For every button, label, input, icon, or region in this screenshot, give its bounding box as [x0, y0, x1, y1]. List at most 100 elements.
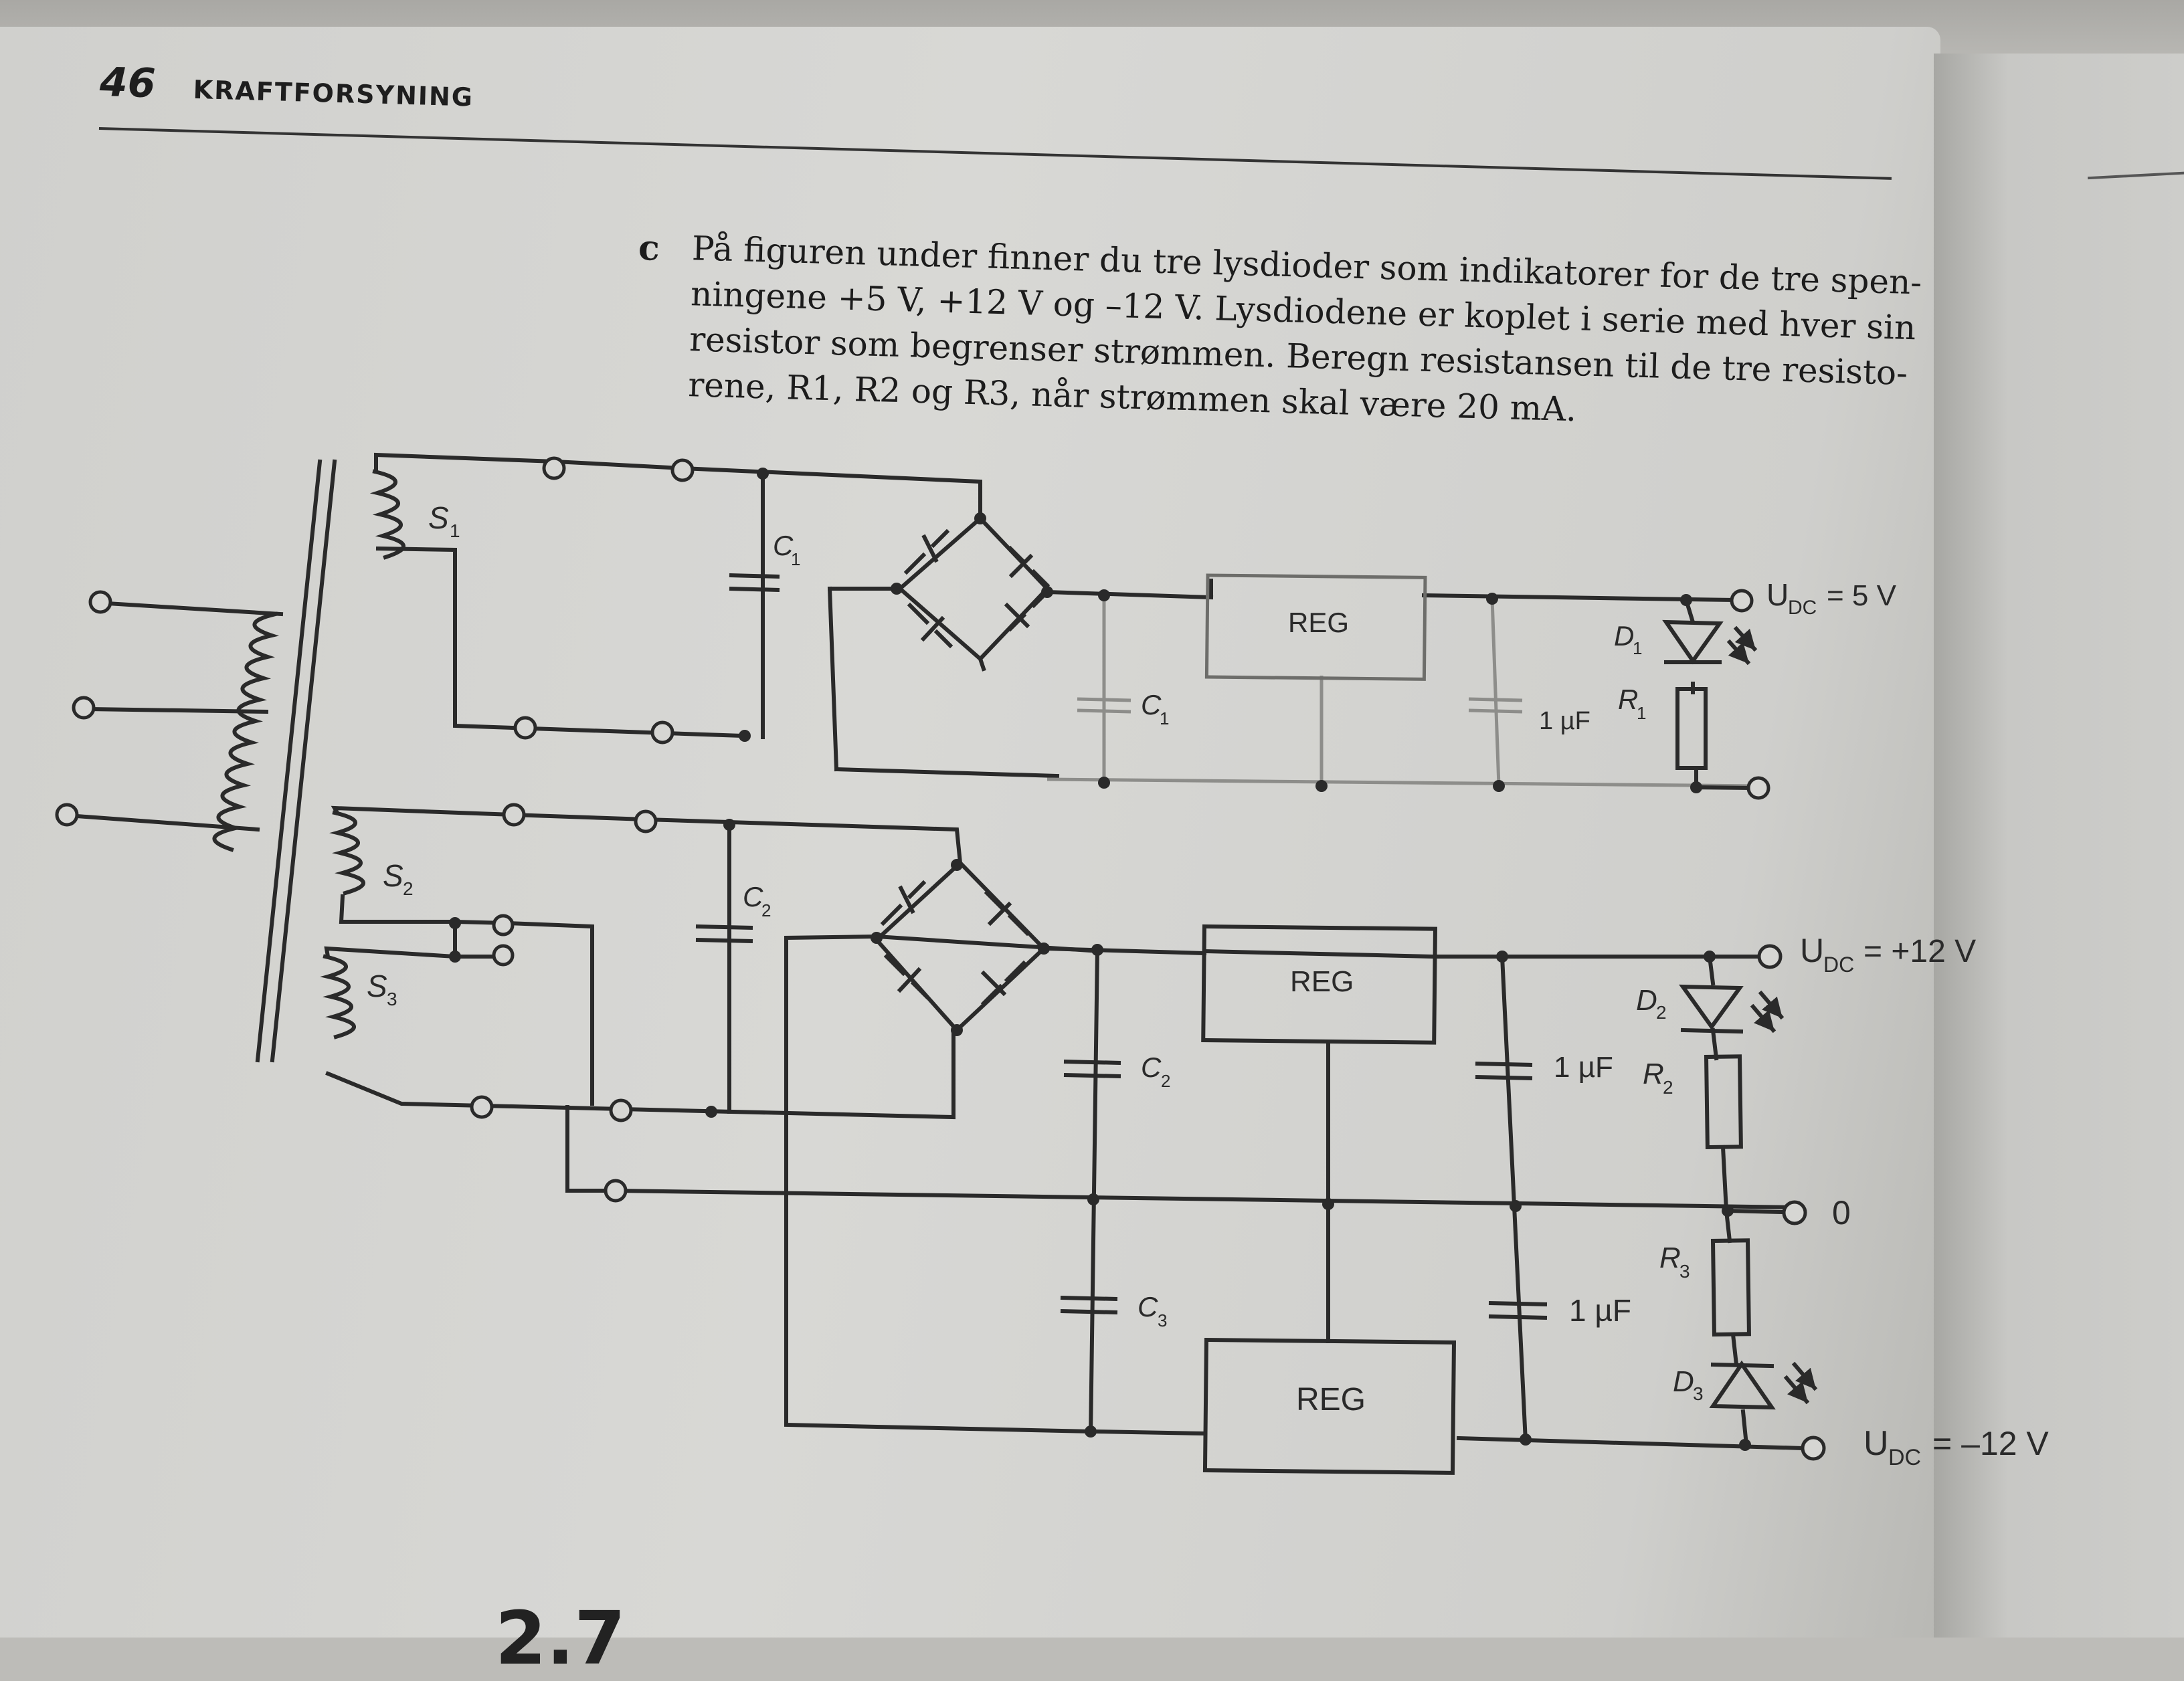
junction: [1098, 777, 1110, 789]
s1-terminal-bottom-2: [650, 720, 674, 745]
label-c2-in-sub: 2: [761, 900, 771, 920]
resistor-r3: [1710, 1238, 1751, 1337]
junction: [1091, 944, 1103, 956]
led-d1: [1662, 619, 1724, 665]
book-page-left: [0, 27, 1940, 1638]
label-r3: R: [1659, 1242, 1681, 1274]
junction: [951, 859, 963, 871]
book-page-right: [1934, 54, 2184, 1638]
regulator-12v: [1201, 924, 1438, 1045]
label-c2-out: C: [1141, 1052, 1162, 1083]
capacitor-1uf-plate: [1488, 1314, 1548, 1320]
label-uf-3: 1 µF: [1569, 1293, 1631, 1328]
s2-s3-terminal-2: [492, 944, 515, 967]
led-d2: [1679, 984, 1744, 1031]
transformer: [74, 459, 405, 1063]
regulator-minus-12v: [1202, 1337, 1457, 1475]
output-terminal-minus-12v: [1801, 1436, 1826, 1461]
svg-text:U: U: [1800, 932, 1824, 969]
junction: [1038, 943, 1050, 955]
label-s3-sub: 3: [387, 989, 397, 1009]
s3-terminal-bottom-2: [609, 1098, 633, 1122]
s1-terminal-top-1: [542, 456, 566, 480]
label-d2: D: [1636, 984, 1657, 1017]
s2-winding: [329, 810, 365, 896]
label-uf-1: 1 µF: [1539, 707, 1590, 735]
s1-terminal-bottom-1: [513, 716, 537, 740]
label-c3-sub: 3: [1158, 1310, 1167, 1330]
junction: [1315, 780, 1328, 792]
section-12v: [324, 805, 1806, 1451]
junction: [705, 1106, 717, 1118]
capacitor-c3-plate: [1060, 1309, 1118, 1314]
label-r2-sub: 2: [1663, 1077, 1673, 1098]
bridge-1-diodes: [903, 528, 1051, 649]
regulator-5v: [1204, 573, 1427, 681]
resistor-r1: [1675, 687, 1708, 770]
label-s2-sub: 2: [403, 878, 414, 899]
output-terminal-5v: [1730, 589, 1754, 613]
junction: [1322, 1198, 1334, 1210]
svg-text:= 5 V: = 5 V: [1827, 579, 1897, 612]
label-c2-in: C: [743, 881, 763, 912]
junction: [1704, 951, 1716, 963]
capacitor-c2-in-plate: [695, 938, 753, 943]
output-terminal-plus-12v: [1757, 944, 1783, 969]
label-c1-in: C: [773, 530, 794, 561]
label-r1-sub: 1: [1637, 703, 1646, 723]
junction: [1085, 1425, 1097, 1438]
junction: [1680, 594, 1692, 606]
junction: [1520, 1433, 1532, 1446]
label-r3-sub: 3: [1679, 1261, 1690, 1282]
primary-terminal-3: [55, 803, 79, 827]
label-d1: D: [1614, 620, 1634, 652]
svg-text:= –12 V: = –12 V: [1932, 1425, 2049, 1462]
junction: [739, 730, 751, 742]
junction: [974, 512, 986, 524]
primary-terminal-2: [72, 696, 96, 720]
label-reg-1: REG: [1288, 607, 1349, 638]
junction: [1486, 593, 1498, 605]
capacitor-1uf-plate: [1488, 1301, 1548, 1306]
label-r2: R: [1643, 1058, 1664, 1090]
section-5v: [374, 452, 1760, 788]
junction: [1496, 951, 1508, 963]
capacitor-1uf-plate: [1475, 1075, 1533, 1080]
capacitor-c2-out-plate: [1063, 1060, 1121, 1065]
s3-winding: [320, 954, 356, 1040]
label-c1-out: C: [1141, 689, 1162, 720]
power-supply-circuit-diagram: S 1 S 2 S 3: [55, 452, 2049, 1475]
svg-text:DC: DC: [1788, 597, 1817, 619]
svg-text:DC: DC: [1823, 953, 1854, 977]
label-reg-3: REG: [1296, 1382, 1366, 1417]
output-terminal-5v-return: [1746, 776, 1770, 800]
junction: [723, 819, 735, 831]
capacitor-c2-in-plate: [695, 924, 753, 930]
primary-terminal-1: [88, 590, 112, 614]
junction: [1510, 1200, 1522, 1212]
junction: [951, 1024, 963, 1036]
label-r1: R: [1618, 684, 1638, 715]
capacitor-c1-in-plate: [729, 587, 780, 592]
label-s1-sub: 1: [450, 520, 460, 541]
next-section-number-fragment: 2.7: [495, 1595, 626, 1681]
label-c1-in-sub: 1: [791, 549, 800, 569]
junction: [1098, 589, 1110, 601]
capacitor-1uf-plate: [1475, 1062, 1533, 1067]
label-d3: D: [1673, 1365, 1694, 1398]
output-terminal-0v: [1782, 1200, 1807, 1225]
label-d2-sub: 2: [1656, 1002, 1667, 1023]
label-u-5v: U DC = 5 V: [1766, 577, 1897, 619]
label-u-plus-12v: U DC = +12 V: [1800, 932, 1976, 977]
junction: [757, 468, 769, 480]
label-reg-2: REG: [1290, 965, 1354, 998]
junction: [449, 951, 461, 963]
bridge-2-diodes: [880, 880, 1030, 1007]
capacitor-c2-out-plate: [1063, 1073, 1121, 1078]
primary-winding: [212, 611, 280, 852]
label-0v: 0: [1832, 1194, 1851, 1231]
junction: [871, 932, 883, 944]
center-tap-terminal: [604, 1179, 628, 1203]
svg-text:= +12 V: = +12 V: [1863, 934, 1976, 969]
s2-terminal-top-2: [634, 809, 658, 833]
